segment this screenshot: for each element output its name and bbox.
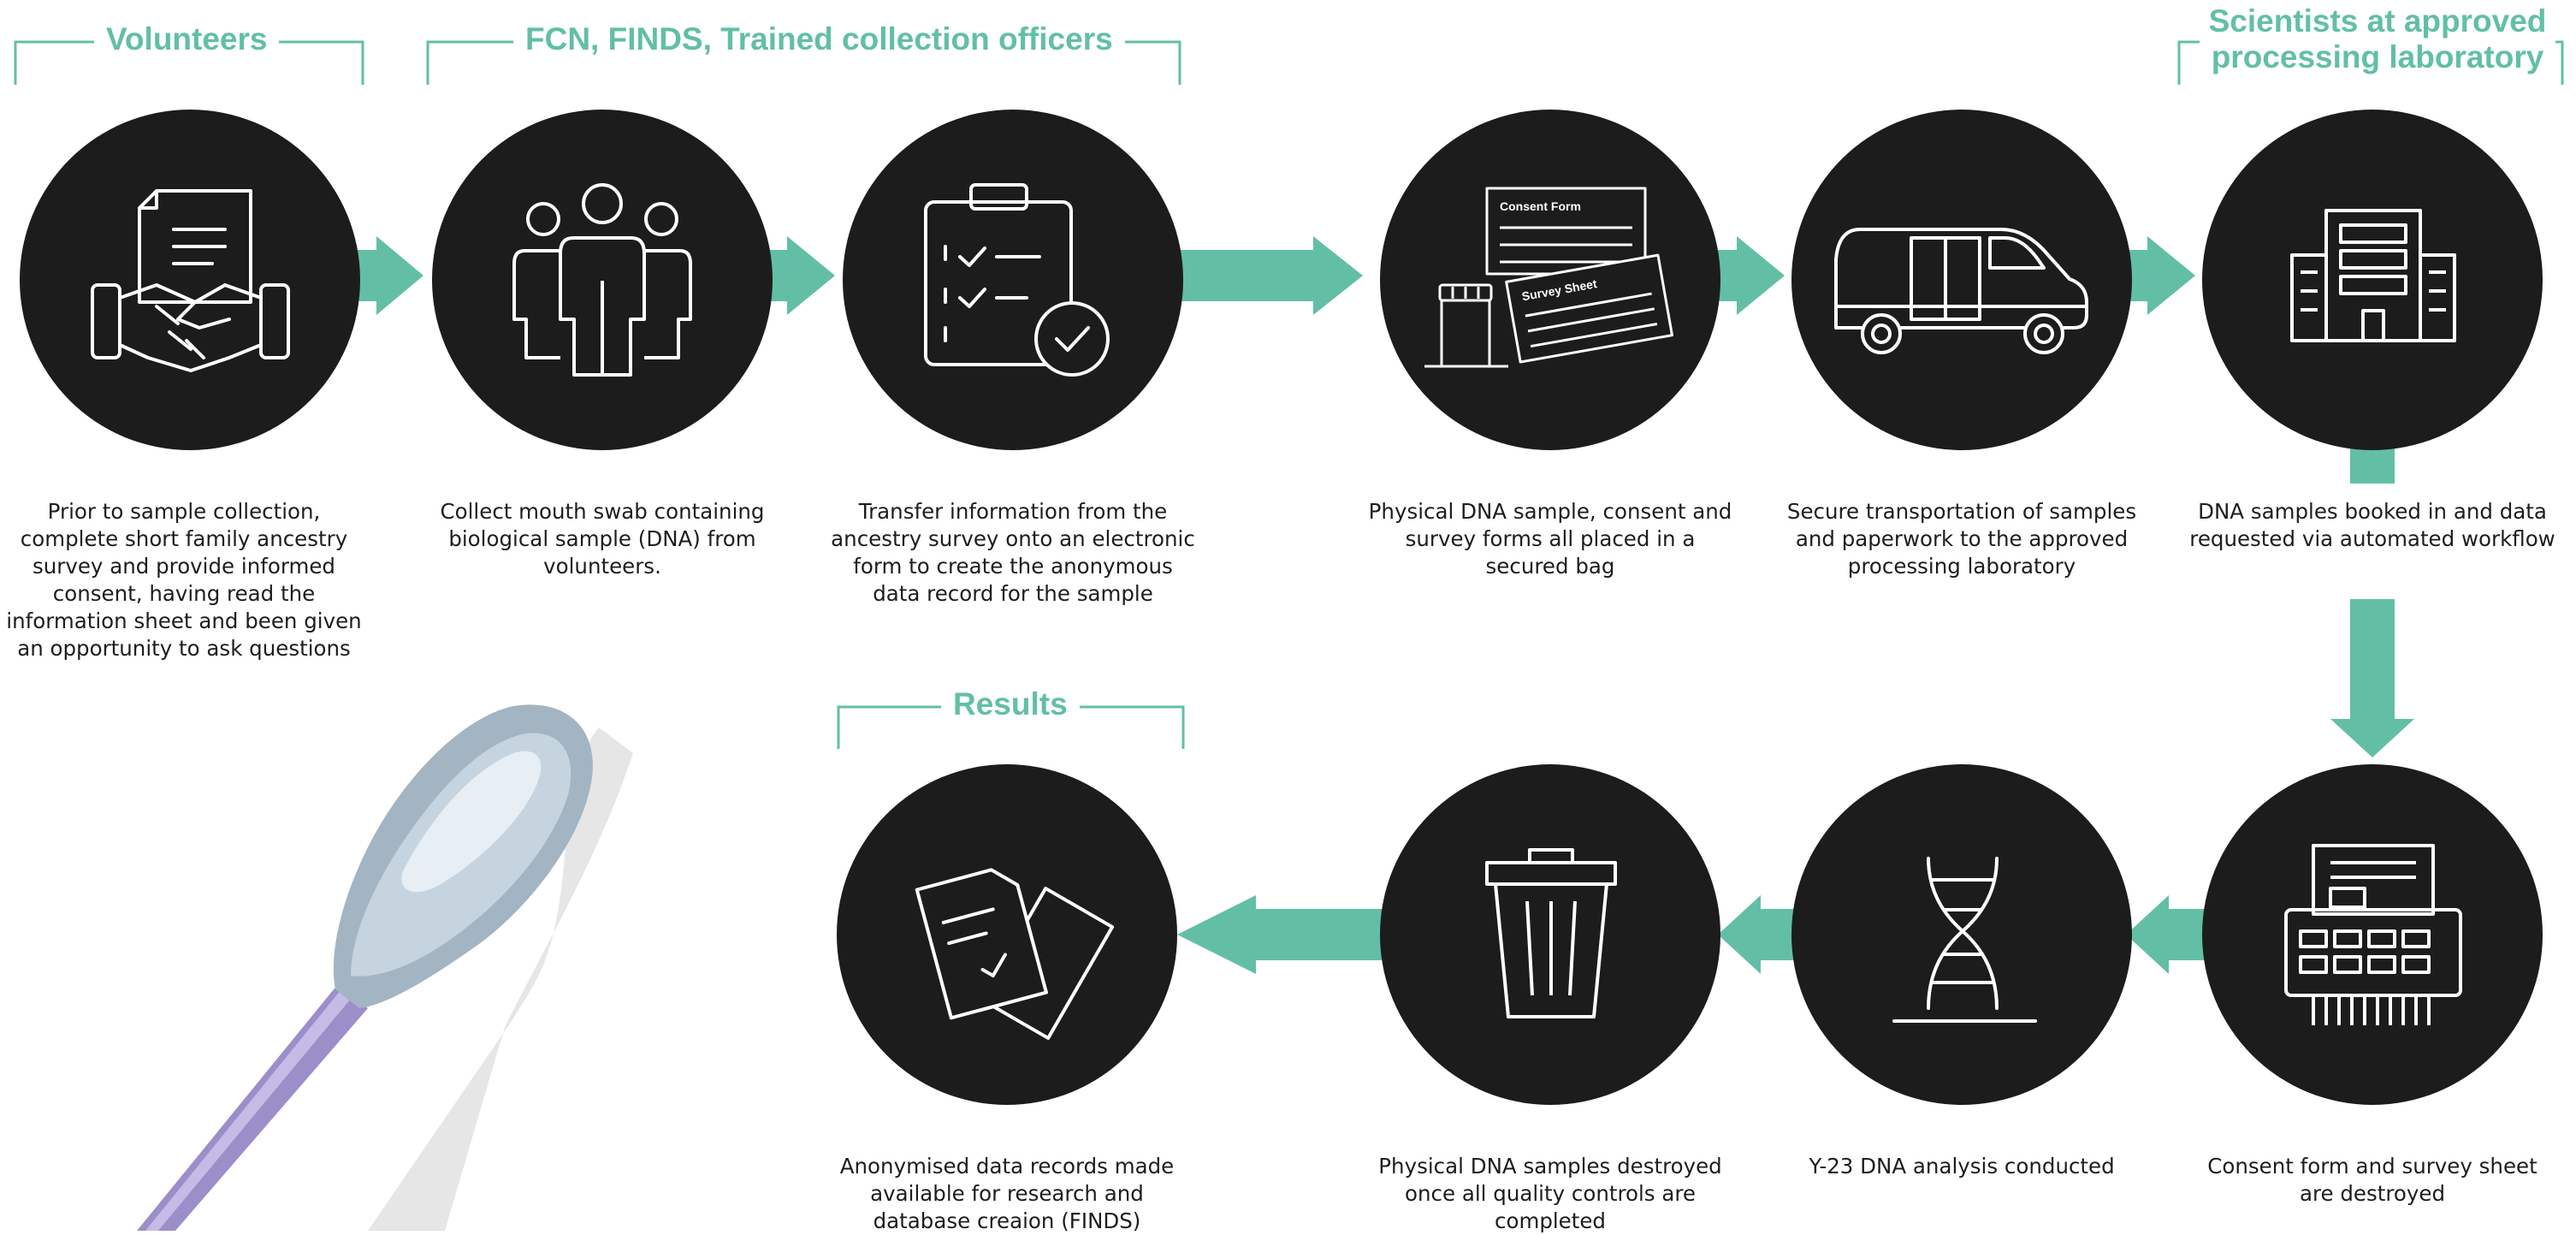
shredder-icon <box>2284 844 2462 1025</box>
group-label-scientists-line2: processing laboratory <box>2211 39 2544 74</box>
step-2-caption: Collect mouth swab containing biological… <box>440 499 765 579</box>
step-8-circle <box>1791 764 2132 1105</box>
arrow-1-2 <box>354 236 423 315</box>
documents-icon <box>915 868 1115 1040</box>
clipboard-checklist-icon <box>924 183 1110 377</box>
step-6-caption: DNA samples booked in and data requested… <box>2189 499 2555 551</box>
group-label-collectors: FCN, FINDS, Trained collection officers <box>513 21 1125 58</box>
step-1-caption: Prior to sample collection, complete sho… <box>6 499 362 661</box>
step-3-caption: Transfer information from the ancestry s… <box>831 499 1195 606</box>
people-group-icon <box>512 183 692 377</box>
group-label-volunteers: Volunteers <box>94 21 280 58</box>
group-label-results: Results <box>941 686 1080 723</box>
arrow-4-5 <box>1716 236 1785 315</box>
arrow-3-4 <box>1177 236 1363 315</box>
step-3-circle <box>843 110 1183 450</box>
arrow-7-8 <box>2126 895 2207 974</box>
dna-icon <box>1892 857 2037 1023</box>
handshake-document-icon <box>91 189 290 372</box>
step-9-caption: Physical DNA samples destroyed once all … <box>1378 1154 1722 1233</box>
step-7-circle <box>2202 764 2543 1105</box>
van-icon <box>1834 228 2088 354</box>
arrow-5-6 <box>2129 236 2195 315</box>
arrow-6-7 <box>2330 599 2414 757</box>
step-9-circle <box>1380 764 1720 1105</box>
group-label-scientists: Scientists at approved processing labora… <box>2200 3 2555 75</box>
forms-and-jar-icon: Consent Form Survey Sheet <box>1424 187 1673 368</box>
step-1-circle <box>20 110 360 450</box>
step-10-caption: Anonymised data records made available f… <box>839 1154 1175 1233</box>
laboratory-building-icon <box>2290 209 2456 342</box>
step-8-caption: Y-23 DNA analysis conducted <box>1809 1154 2115 1179</box>
step-10-circle <box>837 764 1177 1105</box>
step-5-circle <box>1791 110 2132 450</box>
swab-illustration <box>137 704 633 1231</box>
step-4-circle: Consent Form Survey Sheet <box>1380 110 1720 450</box>
trash-bin-icon <box>1485 848 1617 1018</box>
step-7-caption: Consent form and survey sheet are destro… <box>2207 1154 2538 1206</box>
consent-form-label: Consent Form <box>1500 199 1581 213</box>
step-6-circle <box>2202 110 2543 450</box>
arrow-9-10 <box>1177 895 1382 974</box>
arrow-8-9 <box>1718 895 1797 974</box>
arrow-2-3 <box>767 236 835 315</box>
step-5-caption: Secure transportation of samples and pap… <box>1786 499 2137 579</box>
step-4-caption: Physical DNA sample, consent and survey … <box>1368 499 1732 579</box>
step-2-circle <box>432 110 773 450</box>
group-label-scientists-line1: Scientists at approved <box>2208 3 2547 39</box>
